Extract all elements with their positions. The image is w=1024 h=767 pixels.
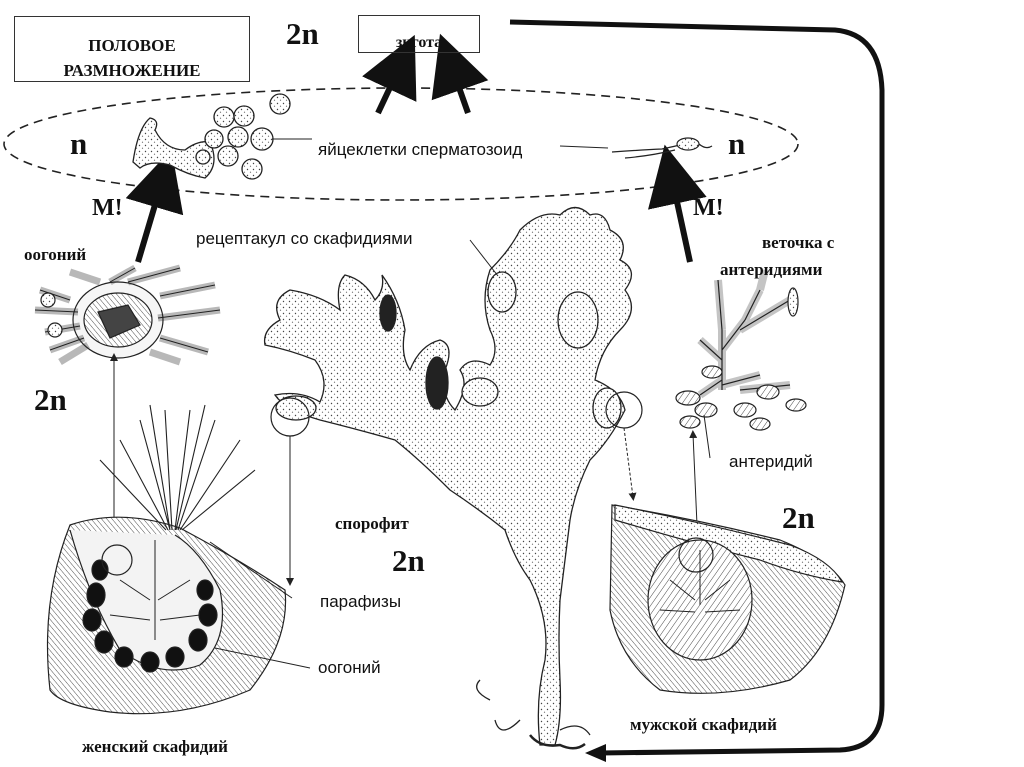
ploidy-haploid-right: n	[728, 126, 746, 161]
oogonium-top-label: оогоний	[24, 245, 87, 264]
oogonium-drawing	[34, 264, 221, 366]
egg-cells-drawing	[132, 93, 312, 180]
antheridial-branch-label-1: веточка с	[762, 233, 835, 252]
haploid-phase-ellipse	[3, 87, 799, 201]
title-line-1: ПОЛОВОЕ	[88, 36, 176, 55]
sperm-to-zygote-arrow	[431, 33, 489, 114]
meiosis-arrow-right	[648, 144, 707, 263]
antheridium-label: антеридий	[729, 452, 813, 471]
meiosis-label-left: М!	[92, 195, 123, 221]
meiosis-arrow-left	[125, 149, 184, 263]
antheridial-branch-drawing	[675, 269, 807, 459]
sexual-reproduction-box: ПОЛОВОЕ РАЗМНОЖЕНИЕ	[14, 16, 250, 82]
sporophyte-label: спорофит	[335, 514, 409, 533]
male-scaphidium-label: мужской скафидий	[630, 715, 777, 734]
male-scaphidium-drawing	[609, 504, 846, 694]
ploidy-male: 2n	[782, 500, 815, 535]
receptacle-label: рецептакул со скафидиями	[196, 229, 413, 248]
paraphyses-label: парафизы	[320, 592, 402, 611]
meiosis-label-right: М!	[693, 195, 724, 221]
oogonium-bottom-label: оогоний	[318, 658, 381, 677]
loop-arrowhead	[585, 744, 606, 762]
antheridium-up-pointer	[689, 430, 698, 526]
ploidy-zygote: 2n	[286, 16, 319, 51]
gametes-label: яйцеклетки сперматозоид	[318, 140, 523, 159]
female-scaphidium-drawing	[46, 404, 311, 715]
egg-to-zygote-arrow	[362, 34, 417, 115]
male-zoom-pointer	[623, 427, 637, 501]
ploidy-haploid-left: n	[70, 126, 88, 161]
sperm-drawing	[559, 137, 713, 159]
antheridial-branch-label-2: антеридиями	[720, 260, 823, 279]
zygote-box: зигота	[358, 15, 480, 53]
female-scaphidium-label: женский скафидий	[82, 737, 228, 756]
ploidy-oogonium: 2n	[34, 382, 67, 417]
zygote-label: зигота	[395, 34, 443, 51]
ploidy-sporophyte: 2n	[392, 543, 425, 578]
zygote-to-sporophyte-loop	[509, 19, 885, 756]
receptacle-pointer	[469, 239, 499, 277]
title-line-2: РАЗМНОЖЕНИЕ	[63, 61, 201, 80]
sporophyte-drawing	[263, 206, 632, 750]
